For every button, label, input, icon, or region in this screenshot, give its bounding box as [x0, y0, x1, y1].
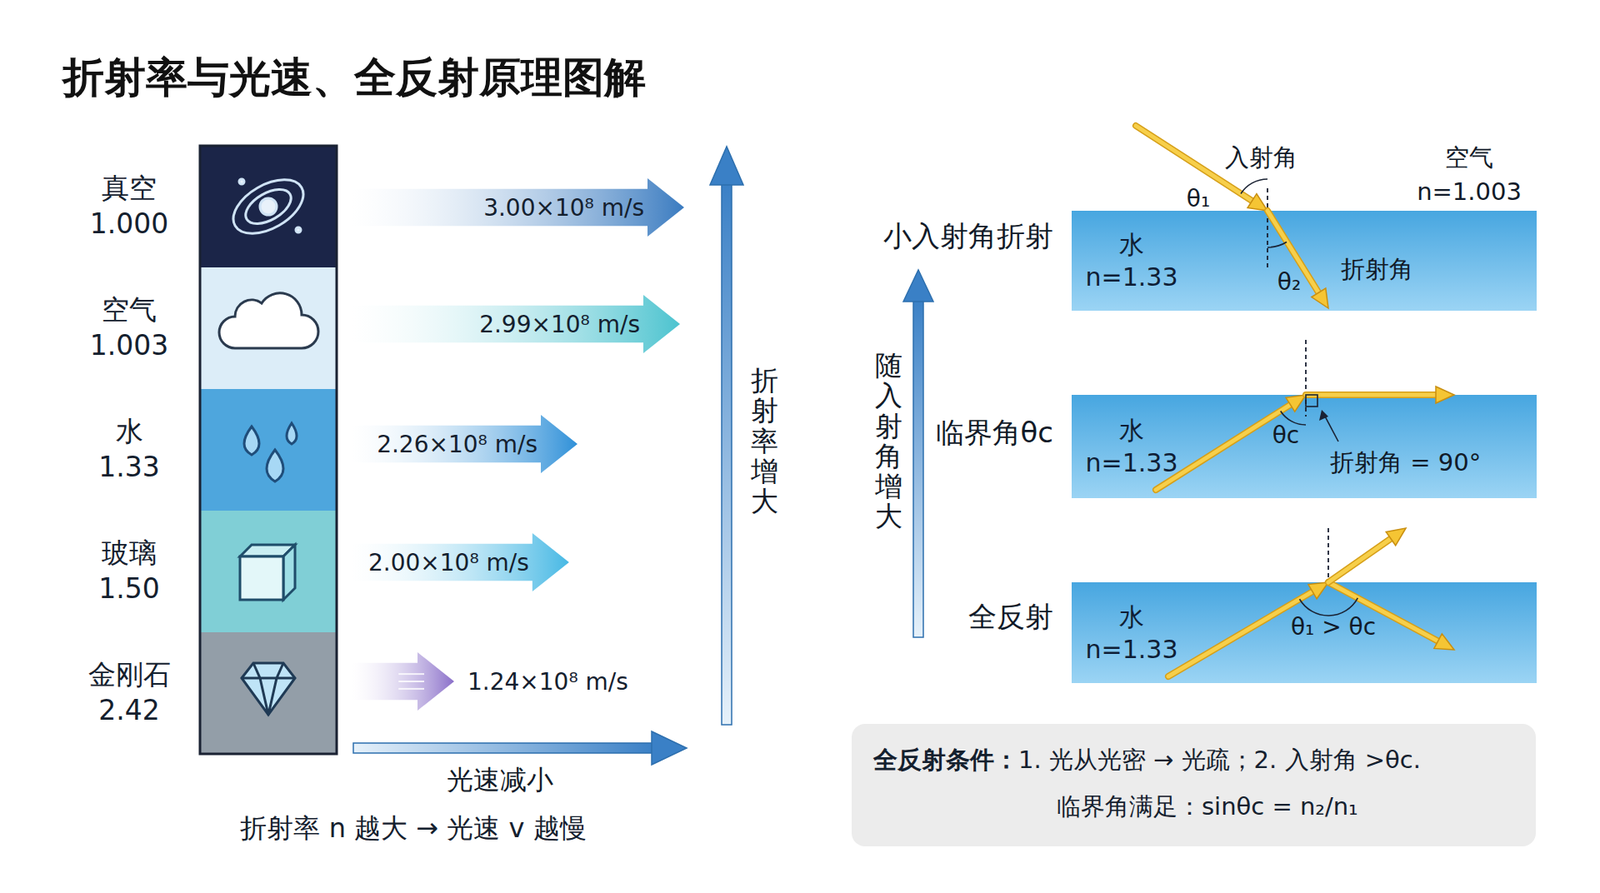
water-band: 水n=1.33 — [1071, 210, 1537, 311]
arrow-head — [1434, 634, 1455, 650]
speed-value: 2.00×10⁸ m/s — [368, 549, 530, 577]
scene-label: 小入射角折射 — [883, 217, 1054, 256]
material-bands — [200, 145, 337, 755]
arrow-head — [1435, 386, 1455, 404]
refractive-index: 1.50 — [98, 571, 160, 608]
critical-angle-formula: 临界角满足：sinθc = n₂/n₁ — [873, 789, 1515, 826]
speed-arrow: 2.00×10⁸ m/s — [351, 531, 571, 594]
refractive-index: n=1.33 — [1085, 446, 1179, 480]
refractive-index: n=1.33 — [1085, 260, 1179, 294]
medium-name: 水 — [1119, 228, 1145, 261]
angle-arc — [1267, 242, 1287, 248]
water-band: 水n=1.33 — [1071, 395, 1537, 499]
refractive-index: 1.003 — [90, 328, 169, 365]
axis-label: 光速减小 — [446, 762, 554, 800]
material-name: 玻璃 — [101, 535, 157, 572]
angle-symbol: θc — [1272, 421, 1300, 450]
scene-label: 全反射 — [968, 598, 1054, 637]
caption: 折射率 n 越大 → 光速 v 越慢 — [240, 810, 586, 848]
angle-name: 入射角 — [1225, 141, 1298, 175]
arrow-head — [1385, 528, 1406, 546]
material-band: 水1.33 — [70, 389, 337, 511]
normal-line — [1266, 188, 1269, 269]
arrow-head — [1311, 288, 1329, 309]
material-icons — [219, 168, 319, 715]
angle-condition: θ₁ > θc — [1290, 613, 1376, 641]
axis-label: 随入射角增大 — [875, 350, 903, 533]
material-name: 真空 — [101, 170, 157, 207]
speed-value: 2.26×10⁸ m/s — [376, 430, 538, 459]
light-ray — [1328, 539, 1391, 583]
material-name: 空气 — [101, 292, 157, 329]
medium-name: 水 — [1119, 414, 1145, 447]
refractive-index: 1.33 — [98, 450, 160, 486]
material-band: 空气1.003 — [70, 267, 337, 390]
leader-head — [1319, 410, 1329, 421]
speed-value: 2.99×10⁸ m/s — [479, 310, 640, 339]
right-angle-mark — [1305, 395, 1318, 407]
angle-symbol: θ₂ — [1277, 268, 1301, 296]
refractive-index: 1.000 — [90, 206, 169, 243]
light-ray — [1305, 393, 1436, 398]
condition-text: 1. 光从光密 → 光疏；2. 入射角 >θc. — [1018, 745, 1421, 775]
material-band: 金刚石2.42 — [70, 632, 337, 755]
speed-arrow: 2.99×10⁸ m/s — [351, 293, 682, 355]
speed-arrow: 1.24×10⁸ m/s — [351, 650, 634, 713]
material-name: 水 — [115, 414, 144, 450]
condition-box: 全反射条件：1. 光从光密 → 光疏；2. 入射角 >θc. 临界角满足：sinθ… — [851, 724, 1536, 847]
material-name: 金刚石 — [88, 657, 171, 694]
condition-heading: 全反射条件： — [873, 745, 1019, 775]
medium-name: 空气 — [1445, 141, 1494, 175]
medium-name: 水 — [1119, 600, 1145, 634]
light-ray — [1328, 539, 1391, 583]
arrow-head — [1247, 194, 1268, 211]
axis-label: 折射率增大 — [750, 365, 779, 517]
angle-name: 折射角 — [1340, 253, 1414, 287]
arrow-head — [1308, 582, 1329, 600]
refractive-index: n=1.003 — [1416, 177, 1522, 206]
material-band: 玻璃1.50 — [70, 510, 337, 633]
speed-value: 1.24×10⁸ m/s — [467, 668, 629, 696]
light-ray — [1305, 391, 1436, 399]
scene-label: 临界角θc — [935, 414, 1055, 453]
refractive-index: 2.42 — [98, 693, 160, 730]
material-band: 真空1.000 — [70, 145, 337, 268]
light-rays — [1135, 125, 1455, 677]
title: 折射率与光速、全反射原理图解 — [62, 50, 646, 106]
water-bands — [1071, 210, 1537, 684]
speed-value: 3.00×10⁸ m/s — [483, 194, 645, 222]
angle-note: 折射角 = 90° — [1330, 446, 1481, 480]
speed-arrow: 2.26×10⁸ m/s — [351, 413, 580, 475]
angle-symbol: θ₁ — [1186, 185, 1210, 213]
angle-arc — [1240, 179, 1268, 194]
normal-line — [1327, 528, 1330, 583]
speed-arrow-shape — [351, 650, 456, 713]
speed-arrow: 3.00×10⁸ m/s — [351, 176, 686, 239]
refractive-index: n=1.33 — [1085, 633, 1179, 666]
arrow-head — [1285, 395, 1306, 412]
